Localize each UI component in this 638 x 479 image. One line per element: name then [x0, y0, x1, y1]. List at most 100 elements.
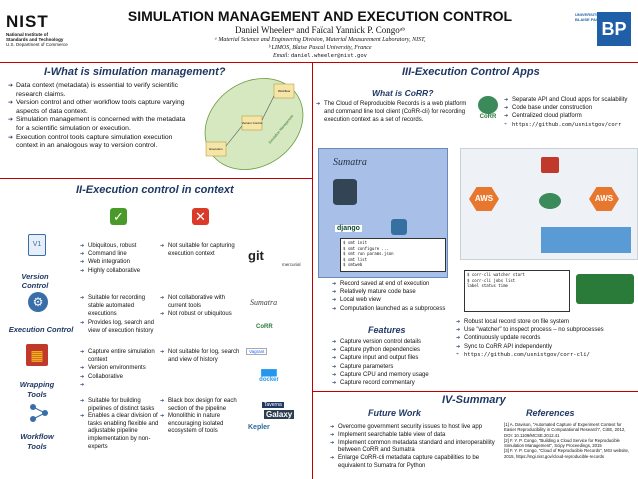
- affiliation-a: ᵃ Material Science and Engineering Divis…: [214, 37, 426, 43]
- list-item: Suitable for building pipelines of disti…: [80, 398, 160, 413]
- list-item: Overcome government security issues to h…: [330, 424, 500, 432]
- sumatra-label: Sumatra: [333, 157, 367, 168]
- email-line: Email: daniel.wheeler@nist.gov: [110, 53, 530, 59]
- list-item: Enables a clear division of tasks enabli…: [80, 413, 160, 451]
- sumatra-logo: Sumatra: [250, 298, 278, 307]
- list-item: https://github.com/usnistgov/corr: [504, 121, 636, 129]
- section1-divider: [0, 178, 312, 179]
- workflow-tools-pros: Suitable for building pipelines of disti…: [80, 398, 160, 451]
- list-item: Code base under construction: [504, 104, 636, 112]
- version-control-pros: Ubiquitous, robust Command line Web inte…: [80, 242, 158, 275]
- list-item: Capture entire simulation context: [80, 348, 160, 364]
- corr-cli-bullets: Robust local record store on file system…: [456, 318, 636, 359]
- features-list: Capture version control details Capture …: [332, 338, 462, 387]
- list-item: Not robust or ubiquitous: [160, 310, 242, 318]
- row-label-version-control: Version Control: [21, 272, 49, 290]
- future-work-list: Overcome government security issues to h…: [330, 424, 500, 471]
- list-item: Capture CPU and memory usage: [332, 371, 462, 379]
- version-control-cons: Not suitable for capturing execution con…: [160, 242, 242, 258]
- arrow-icon: ➔: [316, 101, 321, 107]
- simulation-management-diagram: Workflow Version Control Execution Simul…: [204, 78, 304, 170]
- sumatra-terminal: $ smt init $ smt configure ... $ smt run…: [340, 238, 446, 272]
- section1-title: I-What is simulation management?: [44, 66, 226, 78]
- vagrant-logo: Vagrant: [246, 348, 268, 355]
- affiliation-b: ᵇ LIMOS, Blaise Pascal University, Franc…: [268, 45, 372, 51]
- aws-badge-right: AWS: [589, 187, 619, 211]
- row-label-execution-control: Execution Control: [8, 325, 74, 334]
- list-item: Not suitable for log, search and view of…: [160, 348, 242, 364]
- references-title: References: [526, 408, 575, 418]
- corr-cli-terminal: $ corr-cli watcher start $ corr-cli jobs…: [464, 270, 570, 312]
- corr-cli-diagram: [576, 274, 634, 304]
- sumatra-bullets: Record saved at end of execution Relativ…: [332, 280, 462, 313]
- wrapping-tools-cons: Not suitable for log, search and view of…: [160, 348, 242, 364]
- execution-control-cons: Not collaborative with current tools Not…: [160, 294, 242, 319]
- what-is-corr-body: The Cloud of Reproducible Records is a w…: [324, 101, 467, 124]
- list-item: Capture input and output files: [332, 354, 462, 362]
- corr-logo: CoRR: [256, 324, 273, 330]
- list-item: Collaborative: [80, 373, 160, 381]
- kepler-logo: Kepler: [248, 424, 270, 431]
- list-item: Execution control tools capture simulati…: [8, 134, 190, 151]
- list-item: Suitable for recording stable automated …: [80, 294, 160, 319]
- list-item: Capture version control details: [332, 338, 462, 346]
- list-item: Enlarge CoRR-cli metadata capture capabi…: [330, 455, 500, 471]
- corr-bullets: Separate API and Cloud apps for scalabil…: [504, 96, 636, 129]
- row-label-workflow-tools: Workflow Tools: [20, 432, 54, 451]
- docker-whale-icon: ▅▅: [261, 366, 277, 377]
- corr-cloud-icon: [539, 193, 561, 209]
- email-label: Email:: [272, 53, 290, 59]
- list-item: Capture parameters: [332, 363, 462, 371]
- list-item: https://github.com/usnistgov/corr-cli/: [456, 351, 636, 359]
- svg-text:Version Control: Version Control: [242, 121, 263, 125]
- bp-caption: UNIVERSITÉ BLAISE PASCAL: [575, 12, 607, 22]
- list-item: Continuously update records: [456, 334, 636, 342]
- what-is-corr-text: ➔ The Cloud of Reproducible Records is a…: [316, 100, 478, 125]
- reference-item: [3] F. Y. P. Congo, "Cloud of Reproducib…: [504, 448, 630, 459]
- authors: Daniel Wheelerᵃ and Faïcal Yannick P. Co…: [234, 25, 405, 35]
- row-label-wrapping-tools: Wrapping Tools: [19, 380, 55, 399]
- bp-mark: BP: [597, 12, 631, 46]
- list-item: Computation launched as a subprocess: [332, 305, 462, 313]
- list-item: Separate API and Cloud apps for scalabil…: [504, 96, 636, 104]
- screenshot-thumbnail: [541, 227, 631, 253]
- galaxy-logo: Galaxy: [264, 410, 295, 419]
- wrapping-tools-pros: Capture entire simulation context Versio…: [80, 348, 160, 389]
- list-item: Data context (metadata) is essential to …: [8, 82, 190, 99]
- list-item: Use "watcher" to inspect process – no su…: [456, 326, 636, 334]
- list-item: Monolithic in nature encouraging isolate…: [160, 413, 242, 436]
- list-item: Highly collaborative: [80, 267, 158, 275]
- section3-title: III-Execution Control Apps: [402, 66, 540, 78]
- docker-logo: ▅▅ docker: [254, 366, 284, 383]
- list-item: Black box design for each section of the…: [160, 398, 242, 413]
- reference-item: [2] F. Y. P. Congo, "Building a Cloud Se…: [504, 437, 620, 449]
- django-icon: django: [335, 225, 362, 232]
- list-item: Not collaborative with current tools: [160, 294, 242, 310]
- list-item: Provides log, search and view of executi…: [80, 319, 160, 335]
- svg-text:Workflow: Workflow: [278, 89, 291, 93]
- features-title: Features: [368, 325, 406, 335]
- references-list: [1] A. Davison, "Automated Capture of Ex…: [504, 422, 634, 459]
- bp-logo: UNIVERSITÉ BLAISE PASCAL BP: [575, 8, 633, 50]
- list-item: Robust local record store on file system: [456, 318, 636, 326]
- database-icon: [333, 179, 357, 205]
- header-divider: [0, 62, 638, 63]
- list-item: Version environments: [80, 364, 160, 372]
- list-item: Command line: [80, 250, 158, 258]
- list-item: Capture python dependencies: [332, 346, 462, 354]
- gift-box-icon: ▦: [26, 344, 48, 366]
- future-work-title: Future Work: [368, 408, 421, 418]
- execution-control-icon: ⚙: [28, 292, 48, 312]
- list-item: Web integration: [80, 258, 158, 266]
- column-divider: [312, 62, 313, 479]
- s3-bucket-icon: [541, 157, 559, 173]
- section4-title: IV-Summary: [442, 394, 506, 406]
- list-item: Relatively mature code base: [332, 288, 462, 296]
- section1-bullets: Data context (metadata) is essential to …: [8, 82, 190, 151]
- execution-control-pros: Suitable for recording stable automated …: [80, 294, 160, 335]
- version-control-icon: V1: [28, 234, 46, 256]
- list-item: Version control and other workflow tools…: [8, 99, 190, 116]
- mercurial-logo: mercurial: [282, 262, 301, 267]
- corr-architecture-panel: AWS AWS: [460, 148, 638, 260]
- list-item: Local web view: [332, 296, 462, 304]
